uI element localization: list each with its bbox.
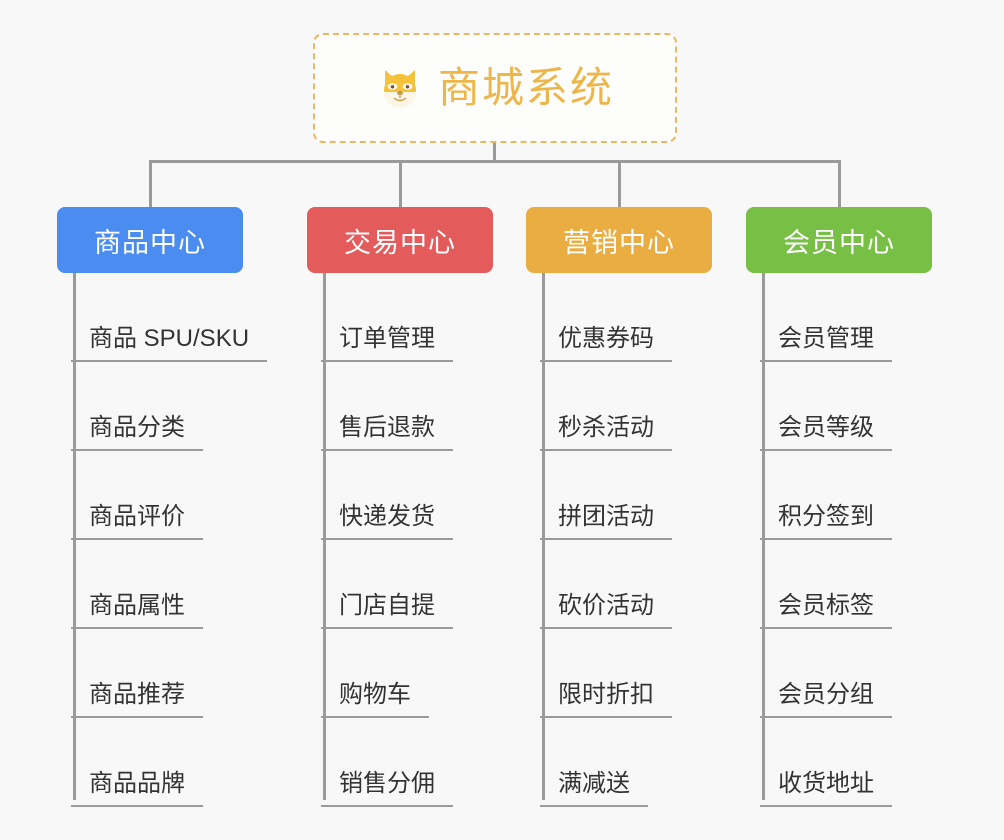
list-item[interactable]: 会员标签 [760,540,892,629]
list-item[interactable]: 限时折扣 [540,629,672,718]
list-item[interactable]: 售后退款 [321,362,453,451]
leaf-list-trade-center: 订单管理 售后退款 快递发货 门店自提 购物车 销售分佣 [307,273,453,807]
list-item[interactable]: 商品评价 [71,451,267,540]
leaf-list-product-center: 商品 SPU/SKU 商品分类 商品评价 商品属性 商品推荐 商品品牌 [57,273,268,807]
list-item[interactable]: 商品品牌 [71,718,267,807]
branch-spine [73,273,76,800]
category-header-marketing-center[interactable]: 营销中心 [526,207,712,273]
leaf-label: 收货地址 [760,770,892,807]
list-item[interactable]: 会员管理 [760,273,892,362]
leaf-label: 购物车 [321,681,429,718]
leaf-label: 快递发货 [321,503,453,540]
leaf-label: 会员标签 [760,592,892,629]
leaf-label: 商品品牌 [71,770,203,807]
category-label: 会员中心 [783,227,895,258]
leaf-label: 商品推荐 [71,681,203,718]
list-item[interactable]: 订单管理 [321,273,453,362]
category-header-trade-center[interactable]: 交易中心 [307,207,493,273]
leaf-label: 售后退款 [321,414,453,451]
list-item[interactable]: 拼团活动 [540,451,672,540]
list-item[interactable]: 满减送 [540,718,672,807]
list-item[interactable]: 优惠券码 [540,273,672,362]
leaf-label: 商品评价 [71,503,203,540]
list-item[interactable]: 会员等级 [760,362,892,451]
leaf-label: 会员等级 [760,414,892,451]
leaf-label: 秒杀活动 [540,414,672,451]
list-item[interactable]: 商品推荐 [71,629,267,718]
list-item[interactable]: 商品分类 [71,362,267,451]
list-item[interactable]: 收货地址 [760,718,892,807]
list-item[interactable]: 积分签到 [760,451,892,540]
leaf-label: 限时折扣 [540,681,672,718]
branch-spine [542,273,545,800]
root-node[interactable]: 商城系统 [313,33,677,143]
list-item[interactable]: 门店自提 [321,540,453,629]
list-item[interactable]: 会员分组 [760,629,892,718]
list-item[interactable]: 销售分佣 [321,718,453,807]
connector-root-stem [493,143,496,163]
shiba-dog-face-icon [376,64,424,112]
connector-drop-product-center [149,160,152,208]
leaf-label: 砍价活动 [540,592,672,629]
list-item[interactable]: 快递发货 [321,451,453,540]
category-header-product-center[interactable]: 商品中心 [57,207,243,273]
leaf-label: 商品 SPU/SKU [71,325,268,362]
connector-drop-marketing-center [618,160,621,208]
list-item[interactable]: 购物车 [321,629,453,718]
leaf-list-member-center: 会员管理 会员等级 积分签到 会员标签 会员分组 收货地址 [746,273,892,807]
leaf-label: 优惠券码 [540,325,672,362]
leaf-label: 满减送 [540,770,648,807]
leaf-label: 会员管理 [760,325,892,362]
leaf-label: 门店自提 [321,592,453,629]
leaf-label: 销售分佣 [321,770,453,807]
category-label: 营销中心 [563,227,675,258]
leaf-label: 订单管理 [321,325,453,362]
connector-drop-member-center [838,160,841,208]
leaf-label: 商品属性 [71,592,203,629]
leaf-list-marketing-center: 优惠券码 秒杀活动 拼团活动 砍价活动 限时折扣 满减送 [526,273,672,807]
leaf-label: 商品分类 [71,414,203,451]
connector-drop-trade-center [399,160,402,208]
branch-spine [762,273,765,800]
leaf-label: 会员分组 [760,681,892,718]
category-header-member-center[interactable]: 会员中心 [746,207,932,273]
root-title: 商城系统 [437,64,614,111]
leaf-label: 积分签到 [760,503,892,540]
list-item[interactable]: 秒杀活动 [540,362,672,451]
connector-bus [150,160,840,163]
category-label: 商品中心 [94,227,206,258]
list-item[interactable]: 砍价活动 [540,540,672,629]
list-item[interactable]: 商品属性 [71,540,267,629]
branch-spine [323,273,326,800]
list-item[interactable]: 商品 SPU/SKU [71,273,268,362]
leaf-label: 拼团活动 [540,503,672,540]
category-label: 交易中心 [344,227,456,258]
